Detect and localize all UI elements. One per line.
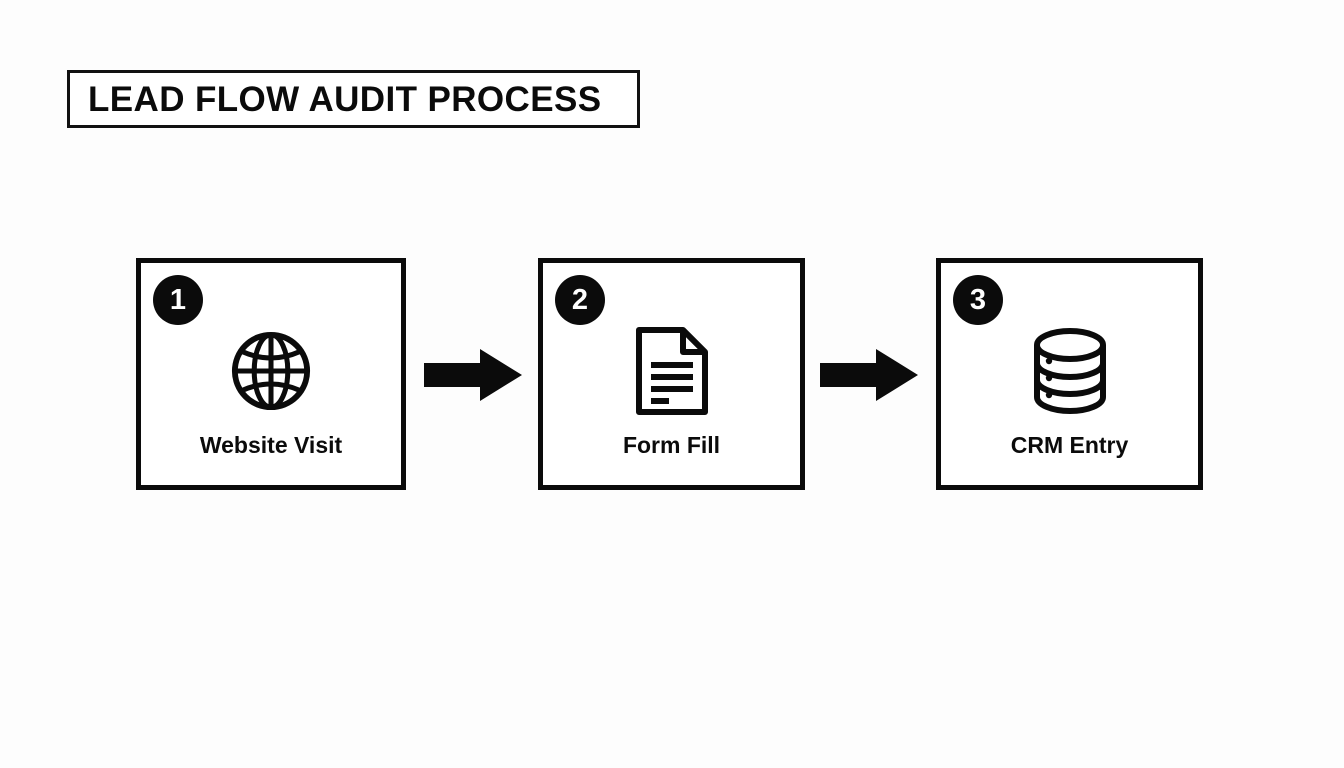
arrow-right-icon-1 (424, 347, 522, 403)
step-number-badge-3: 3 (953, 275, 1003, 325)
flow-step-2-label: Form Fill (622, 432, 721, 458)
flow-step-3-label: CRM Entry (1010, 432, 1129, 458)
page-title-box: LEAD FLOW AUDIT PROCESS (67, 70, 640, 128)
page-title: LEAD FLOW AUDIT PROCESS (88, 79, 602, 119)
arrow-right-icon-2 (820, 347, 918, 403)
document-icon (543, 321, 800, 421)
globe-icon (141, 321, 401, 421)
flow-step-1-label: Website Visit (199, 432, 343, 458)
flow-step-1[interactable]: 1 Website Visit (136, 258, 406, 490)
database-icon (941, 321, 1198, 421)
flow-step-3[interactable]: 3 CRM Entry (936, 258, 1203, 490)
flow-step-2[interactable]: 2 Form Fill (538, 258, 805, 490)
step-number-badge-1: 1 (153, 275, 203, 325)
step-number-badge-2: 2 (555, 275, 605, 325)
